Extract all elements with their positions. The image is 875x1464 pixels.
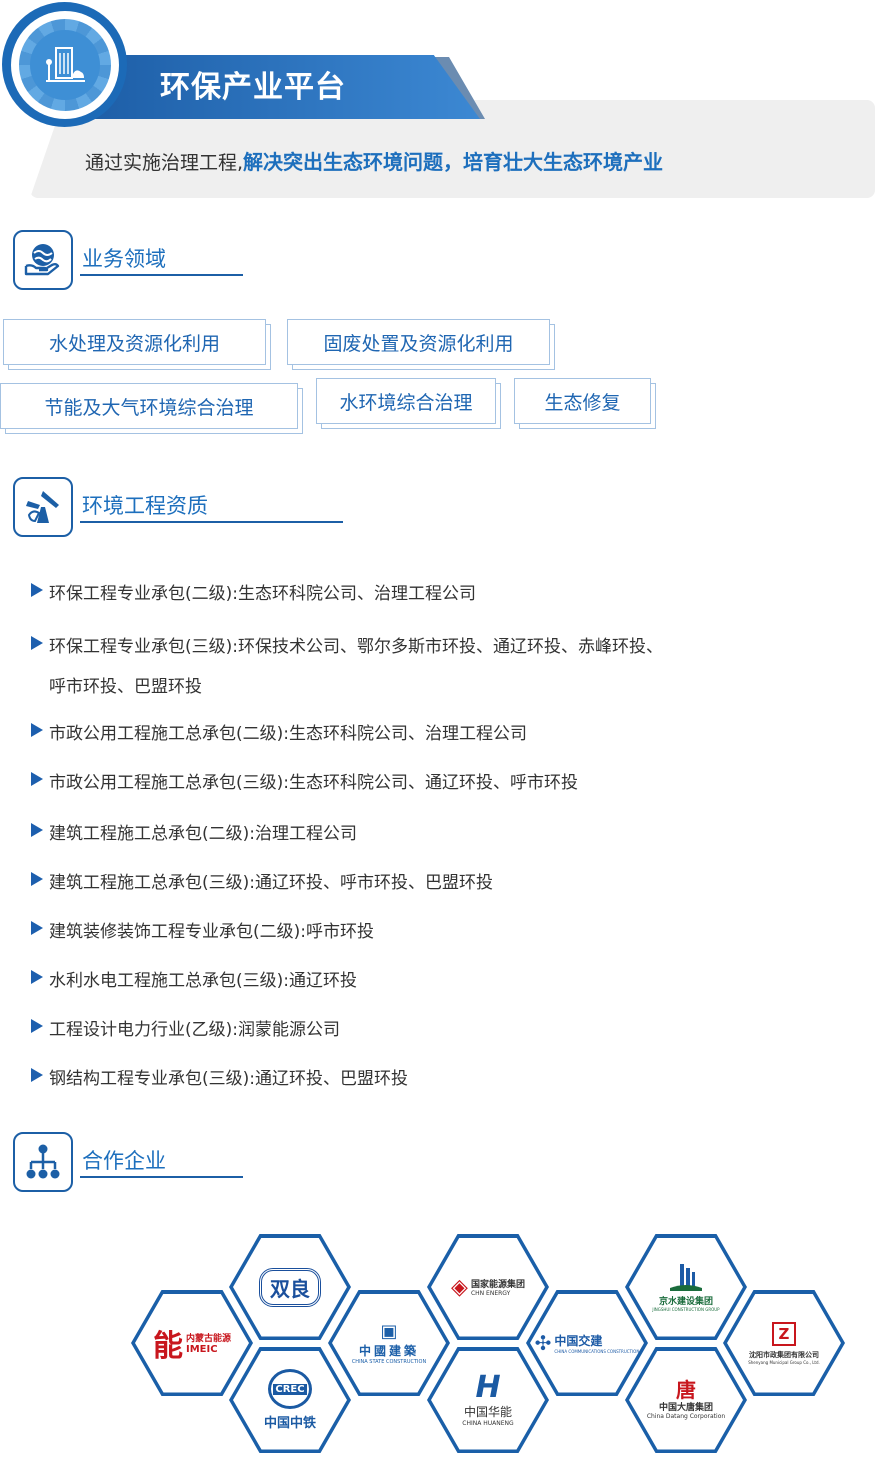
list-bullet-icon <box>31 823 43 837</box>
section-underline <box>80 521 343 523</box>
partner-logo-huaneng[interactable]: H 中国华能 CHINA HUANENG <box>427 1347 549 1453</box>
shenyang-en: Shenyang Municipal Group Co., Ltd. <box>748 1359 820 1365</box>
cccc-en: CHINA COMMUNICATIONS CONSTRUCTION <box>554 1349 640 1354</box>
section-title-business: 业务领域 <box>82 247 166 271</box>
list-item: 钢结构工程专业承包(三级):通辽环投、巴盟环投 <box>49 1069 408 1089</box>
partner-logo-datang[interactable]: 唐 中国大唐集团 China Datang Corporation <box>625 1347 747 1453</box>
business-tag-solid-waste[interactable]: 固废处置及资源化利用 <box>287 319 550 365</box>
list-bullet-icon <box>31 1019 43 1033</box>
list-item: 市政公用工程施工总承包(三级):生态环科院公司、通辽环投、呼市环投 <box>49 773 578 793</box>
partner-logo-cccc[interactable]: ✣ 中国交建 CHINA COMMUNICATIONS CONSTRUCTION <box>526 1290 648 1396</box>
section-title-qualification: 环境工程资质 <box>82 494 208 518</box>
business-tag-water[interactable]: 水处理及资源化利用 <box>3 319 266 365</box>
page-title: 环保产业平台 <box>160 70 346 105</box>
business-tag-water-env[interactable]: 水环境综合治理 <box>316 378 496 424</box>
datang-cn: 中国大唐集团 <box>658 1403 713 1413</box>
jingshui-building-icon <box>670 1264 702 1291</box>
title-banner <box>95 55 480 119</box>
list-bullet-icon <box>31 970 43 984</box>
section-underline <box>80 1176 243 1178</box>
chn-energy-mark: ◈ <box>451 1274 468 1300</box>
wind-turbine-icon <box>13 477 73 537</box>
cccc-mark: ✣ <box>534 1331 552 1355</box>
list-item: 水利水电工程施工总承包(三级):通辽环投 <box>49 971 357 991</box>
crec-cn: 中国中铁 <box>263 1416 316 1431</box>
chn-energy-cn: 国家能源集团 <box>470 1280 525 1290</box>
section-title-partners: 合作企业 <box>82 1149 166 1173</box>
shuangliang-mark: 双良 <box>270 1276 310 1301</box>
cscec-en: CHINA STATE CONSTRUCTION <box>351 1359 427 1365</box>
huaneng-cn: 中国华能 <box>463 1405 512 1419</box>
org-chart-icon <box>13 1132 73 1192</box>
partner-logo-chn-energy[interactable]: ◈ 国家能源集团 CHN ENERGY <box>427 1234 549 1340</box>
list-item: 市政公用工程施工总承包(二级):生态环科院公司、治理工程公司 <box>49 724 527 744</box>
partner-logo-imeic[interactable]: 能 内蒙古能源 IMEIC <box>131 1290 253 1396</box>
cscec-cn: 中國建築 <box>358 1344 419 1358</box>
list-item: 建筑装修装饰工程专业承包(二级):呼市环投 <box>49 922 374 942</box>
jingshui-en: JINGSHUI CONSTRUCTION GROUP <box>652 1307 720 1312</box>
slogan-highlight: 解决突出生态环境问题，培育壮大生态环境产业 <box>243 150 664 174</box>
business-tag-eco-restore[interactable]: 生态修复 <box>514 378 651 424</box>
crec-mark: CREC <box>273 1383 307 1395</box>
datang-mark: 唐 <box>676 1378 696 1402</box>
chn-energy-en: CHN ENERGY <box>470 1290 511 1297</box>
list-bullet-icon <box>31 921 43 935</box>
datang-en: China Datang Corporation <box>646 1413 726 1420</box>
huaneng-en: CHINA HUANENG <box>462 1420 514 1427</box>
partner-logo-crec[interactable]: CREC 中国中铁 <box>229 1347 351 1453</box>
partner-logo-jingshui[interactable]: 京水建设集团 JINGSHUI CONSTRUCTION GROUP <box>625 1234 747 1340</box>
shenyang-cn: 沈阳市政集团有限公司 <box>749 1350 819 1359</box>
cccc-cn: 中国交建 <box>554 1334 603 1348</box>
list-bullet-icon <box>31 636 43 650</box>
shenyang-mark: Z <box>778 1324 790 1343</box>
list-item: 工程设计电力行业(乙级):润蒙能源公司 <box>49 1020 340 1040</box>
imeic-mark: 能 <box>152 1329 183 1364</box>
list-bullet-icon <box>31 772 43 786</box>
list-item: 建筑工程施工总承包(三级):通辽环投、呼市环投、巴盟环投 <box>49 873 493 893</box>
list-bullet-icon <box>31 583 43 597</box>
list-bullet-icon <box>31 1068 43 1082</box>
huaneng-mark: H <box>475 1370 501 1405</box>
partner-logo-cscec[interactable]: ▣ 中國建築 CHINA STATE CONSTRUCTION <box>328 1290 450 1396</box>
list-bullet-icon <box>31 723 43 737</box>
list-bullet-icon <box>31 872 43 886</box>
section-underline <box>80 274 243 276</box>
jingshui-cn: 京水建设集团 <box>658 1297 713 1307</box>
business-tag-energy-air[interactable]: 节能及大气环境综合治理 <box>0 383 298 429</box>
partner-logo-shenyang[interactable]: Z 沈阳市政集团有限公司 Shenyang Municipal Group Co… <box>723 1290 845 1396</box>
list-item: 环保工程专业承包(三级):环保技术公司、鄂尔多斯市环投、通辽环投、赤峰环投、 <box>49 637 663 657</box>
list-item: 建筑工程施工总承包(二级):治理工程公司 <box>49 824 357 844</box>
imeic-en: IMEIC <box>185 1344 218 1355</box>
globe-hand-icon <box>13 230 73 290</box>
header-slogan: 通过实施治理工程,解决突出生态环境问题，培育壮大生态环境产业 <box>85 146 663 175</box>
partner-logo-shuangliang[interactable]: 双良 <box>229 1234 351 1340</box>
cscec-mark: ▣ <box>380 1321 398 1342</box>
building-gear-icon <box>2 2 127 127</box>
imeic-cn: 内蒙古能源 <box>185 1334 231 1344</box>
list-item-continued: 呼市环投、巴盟环投 <box>49 677 202 697</box>
slogan-plain: 通过实施治理工程, <box>85 152 244 174</box>
list-item: 环保工程专业承包(二级):生态环科院公司、治理工程公司 <box>49 584 476 604</box>
